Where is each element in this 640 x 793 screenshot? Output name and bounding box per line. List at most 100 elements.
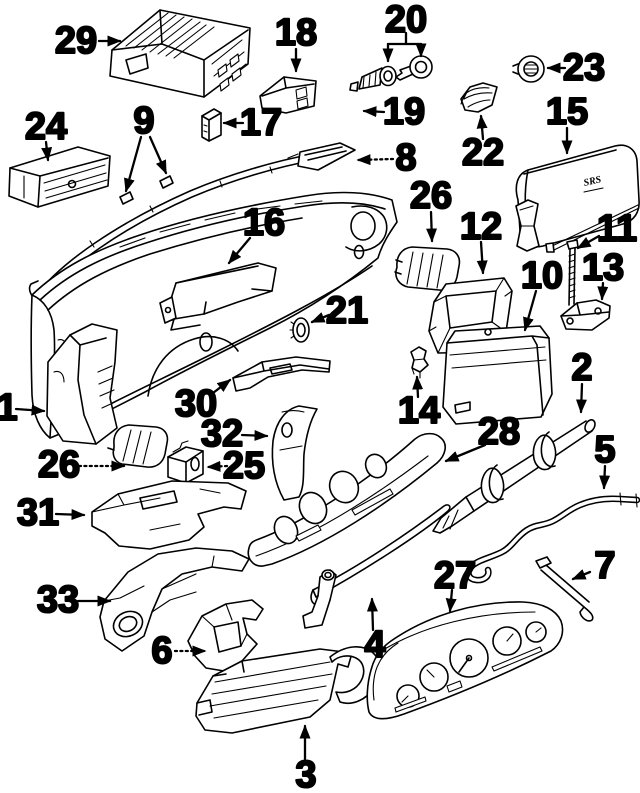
callout-number-20: 20 (385, 0, 427, 41)
callout-32: 32 (200, 412, 269, 456)
part-18-switch-bezel (259, 76, 317, 114)
part-20-ignition-switch (349, 65, 397, 92)
part-3-center-duct (195, 646, 381, 734)
callout-16: 16 (227, 201, 286, 265)
callout-20: 20 (382, 0, 428, 63)
callout-number-28: 28 (478, 411, 520, 453)
callout-number-19: 19 (383, 91, 425, 133)
callout-number-32: 32 (201, 413, 243, 455)
callout-27: 27 (433, 554, 477, 613)
part-10-glovebox-door (442, 325, 553, 425)
callout-number-26-upper: 26 (410, 175, 452, 217)
part-4-trim-strip (302, 504, 451, 629)
part-27-instrument-cluster (366, 601, 564, 720)
part-32-pillar-trim (271, 405, 318, 501)
part-hinge-rod (545, 204, 640, 253)
part-23-cap (512, 55, 545, 83)
callout-number-21: 21 (326, 290, 368, 332)
callout-number-11: 11 (597, 208, 637, 250)
callout-number-22: 22 (462, 132, 504, 174)
callout-11: 11 (576, 207, 638, 251)
callout-10: 10 (520, 254, 564, 332)
callout-25: 25 (206, 444, 266, 488)
callout-number-23: 23 (563, 47, 605, 89)
callout-number-30: 30 (175, 383, 217, 425)
part-31-under-panel (91, 480, 247, 550)
part-5-hose (465, 492, 640, 584)
callout-number-1: 1 (0, 387, 18, 429)
part-7-rod (535, 556, 594, 622)
callout-number-14: 14 (398, 390, 440, 432)
callout-21: 21 (310, 289, 369, 333)
callout-12: 12 (459, 205, 503, 275)
callout-3: 3 (294, 724, 318, 793)
part-side-bracket (515, 199, 540, 252)
part-29-climate-control-unit (109, 9, 251, 98)
part-16-dash-pad (159, 262, 277, 331)
callout-2: 2 (570, 346, 594, 414)
callout-number-13: 13 (582, 247, 624, 289)
callout-number-2: 2 (571, 347, 592, 389)
part-1-left-end-outlet (46, 323, 118, 445)
part-17-switch (201, 108, 222, 142)
part-11-screw (566, 239, 579, 306)
callout-number-26-lower: 26 (38, 444, 80, 486)
part-22-sensor (460, 82, 498, 113)
callout-17: 17 (222, 101, 283, 145)
callout-number-25: 25 (223, 445, 265, 487)
part-28-cluster-bezel (247, 432, 446, 567)
callout-number-18: 18 (275, 12, 317, 54)
srs-label: SRS (583, 174, 603, 189)
callout-31: 31 (16, 491, 86, 535)
callout-8: 8 (356, 136, 418, 180)
callout-7: 7 (571, 544, 617, 588)
callout-15: 15 (545, 90, 589, 155)
part-13-bracket (560, 299, 611, 331)
callout-number-27: 27 (434, 555, 476, 597)
callout-number-31: 31 (17, 492, 59, 534)
callout-26-upper: 26 (409, 174, 453, 243)
part-26-center-vent (394, 246, 461, 291)
callout-9: 9 (124, 99, 168, 193)
part-20-key (395, 55, 433, 81)
part-8-trim-plate (287, 142, 356, 171)
part-24-left-vent (8, 146, 111, 208)
callout-26-lower: 26 (37, 443, 126, 487)
callout-1: 1 (0, 386, 46, 430)
callout-23: 23 (546, 46, 606, 90)
callout-14: 14 (397, 375, 441, 433)
callout-number-9: 9 (133, 100, 154, 142)
part-main-dashboard (30, 191, 398, 439)
callout-19: 19 (362, 90, 426, 134)
part-21-grommet (289, 317, 310, 343)
part-2-crossbeam-tube (432, 419, 596, 534)
callout-5: 5 (593, 428, 617, 490)
callout-33: 33 (36, 578, 112, 622)
part-25-relay-box (167, 440, 204, 484)
callout-number-24: 24 (25, 106, 67, 148)
callout-number-6: 6 (151, 630, 172, 672)
part-26-left-vent (107, 424, 169, 468)
callout-number-4: 4 (364, 624, 385, 666)
callout-number-7: 7 (594, 545, 615, 587)
callout-number-16: 16 (243, 202, 285, 244)
callout-4: 4 (363, 597, 387, 667)
callout-number-10: 10 (521, 255, 563, 297)
callout-number-5: 5 (594, 429, 615, 471)
callout-number-12: 12 (460, 206, 502, 248)
callout-number-8: 8 (395, 137, 416, 179)
part-33-column-cover (99, 547, 250, 652)
callout-6: 6 (150, 629, 207, 673)
callout-24: 24 (24, 105, 68, 162)
callout-18: 18 (274, 11, 318, 73)
callout-22: 22 (461, 114, 505, 175)
callout-13: 13 (581, 246, 625, 301)
callout-number-17: 17 (240, 102, 282, 144)
part-30-console-tray (232, 356, 331, 392)
callout-30: 30 (174, 378, 232, 426)
callout-29: 29 (54, 19, 122, 63)
callout-number-29: 29 (55, 20, 97, 62)
